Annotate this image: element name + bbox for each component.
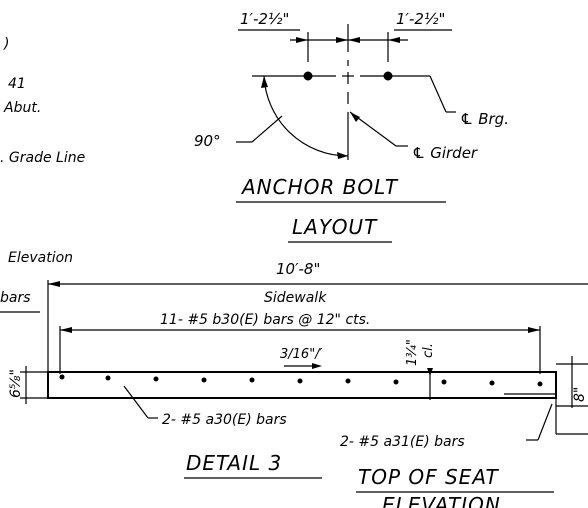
- note-line2: 41: [8, 76, 26, 92]
- note-line6: bars: [0, 290, 31, 306]
- seat-slab: [47, 371, 557, 399]
- angle-label: 90°: [194, 132, 221, 150]
- top-of-seat-title: TOP OF SEAT: [358, 465, 500, 489]
- bars-dim-arrow-right: [528, 327, 540, 333]
- thickness-dim: 6⅝": [8, 369, 24, 398]
- ninety-degree-arc: [263, 75, 349, 157]
- slope-label: 3/16"/′: [280, 347, 323, 362]
- cl-dim: 1¾": [405, 339, 420, 366]
- bars-dim-arrow-left: [60, 327, 72, 333]
- top-of-seat-subtitle: ELEVATION: [382, 493, 501, 508]
- anchor-arrow-left: [296, 37, 308, 43]
- anchor-bolt-left: [303, 71, 313, 81]
- angle-leader-d: [251, 115, 283, 143]
- a30-label: 2- #5 a30(E) bars: [162, 412, 287, 428]
- right-dim: 8": [572, 387, 588, 402]
- rebar-dot: [59, 374, 65, 380]
- rebar-dot: [105, 375, 111, 381]
- a30-leader-d: [123, 385, 149, 419]
- anchor-arrow-mid-right: [348, 37, 360, 43]
- brg-leader-d: [429, 75, 447, 113]
- arc-arrow-bottom: [337, 152, 348, 159]
- top-of-seat-elevation: TOP OF SEAT ELEVATION: [356, 465, 554, 508]
- overall-dim: 10′-8": [276, 260, 320, 278]
- note-line3: Abut.: [3, 100, 41, 116]
- rebar-dot: [489, 380, 495, 386]
- girder-leader-arrow: [350, 112, 360, 122]
- rebar-dot: [441, 379, 447, 385]
- rebar-dot: [201, 377, 207, 383]
- anchor-arrow-mid-left: [336, 37, 348, 43]
- cl-label: cl.: [421, 343, 436, 358]
- anchor-bolt-title-1: ANCHOR BOLT: [240, 175, 399, 199]
- a31-leader-d: [537, 403, 553, 441]
- anchor-arrow-right: [388, 37, 400, 43]
- anchor-bolt-right: [383, 71, 393, 81]
- overall-dim-arrow-left: [48, 281, 60, 287]
- arc-arrow-top: [261, 76, 268, 88]
- sidewalk-label: Sidewalk: [264, 290, 327, 306]
- brg-label: ℄ Brg.: [460, 110, 509, 128]
- rebar-dot: [393, 379, 399, 385]
- rebar-dot: [249, 377, 255, 383]
- note-line4: . Grade Line: [0, 150, 85, 166]
- rebar-dots: [59, 374, 543, 387]
- anchor-dim-right: 1′-2½": [396, 10, 445, 28]
- anchor-dim-left: 1′-2½": [240, 10, 289, 28]
- detail3-title: DETAIL 3: [186, 451, 282, 475]
- note-line5: Elevation: [8, 250, 73, 266]
- note-line1: ): [3, 36, 9, 52]
- a31-label: 2- #5 a31(E) bars: [340, 434, 465, 450]
- detail-3: 10′-8" Sidewalk 11- #5 b30(E) bars @ 12"…: [8, 260, 588, 479]
- anchor-bolt-title-2: LAYOUT: [292, 215, 378, 239]
- rebar-dot: [297, 378, 303, 384]
- b30-bars-label: 11- #5 b30(E) bars @ 12" cts.: [160, 312, 370, 328]
- rebar-dot: [345, 378, 351, 384]
- rebar-dot: [153, 376, 159, 382]
- girder-label: ℄ Girder: [412, 144, 478, 162]
- slope-arrow-head: [312, 363, 322, 369]
- rebar-dot: [537, 381, 543, 387]
- anchor-bolt-detail: 1′-2½" 1′-2½" 90° ℄ Brg.: [194, 10, 509, 243]
